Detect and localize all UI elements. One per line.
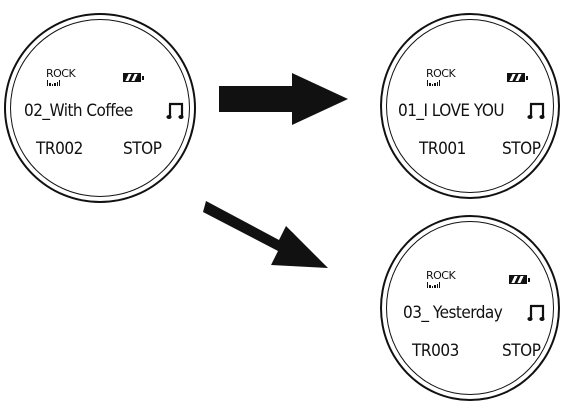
track-number: TR002	[36, 139, 83, 159]
lcd-inner-ring	[10, 19, 190, 197]
music-note-icon	[166, 102, 184, 119]
playback-status: STOP	[502, 139, 541, 159]
eq-mode-label: ROCK	[46, 67, 76, 80]
track-number: TR001	[419, 139, 466, 159]
lcd-inner-ring	[386, 221, 554, 395]
battery-full-icon	[123, 73, 144, 82]
arrow-down-right-icon	[203, 201, 328, 268]
song-title: 03_ Yesterday	[403, 303, 503, 323]
music-note-icon	[527, 102, 545, 119]
eq-mode-label: ROCK	[426, 269, 456, 282]
song-title: 01_I LOVE YOU	[398, 101, 505, 121]
playback-status: STOP	[502, 341, 541, 361]
eq-mode-label: ROCK	[426, 67, 456, 80]
lcd-display-3: ROCK 03_ Yesterday TR003 STOP	[380, 215, 560, 401]
equalizer-bars-icon	[47, 80, 61, 86]
playback-status: STOP	[123, 139, 162, 159]
lcd-display-1: ROCK 02_With Coffee TR002 STOP	[4, 13, 196, 203]
song-title: 02_With Coffee	[24, 101, 133, 121]
battery-full-icon	[509, 275, 530, 284]
lcd-display-2: ROCK 01_I LOVE YOU TR001 STOP	[380, 13, 560, 199]
lcd-inner-ring	[386, 19, 554, 193]
music-note-icon	[527, 304, 545, 321]
equalizer-bars-icon	[427, 282, 441, 288]
battery-full-icon	[507, 73, 528, 82]
arrow-right-icon	[219, 73, 348, 125]
track-number: TR003	[412, 341, 459, 361]
equalizer-bars-icon	[427, 80, 441, 86]
